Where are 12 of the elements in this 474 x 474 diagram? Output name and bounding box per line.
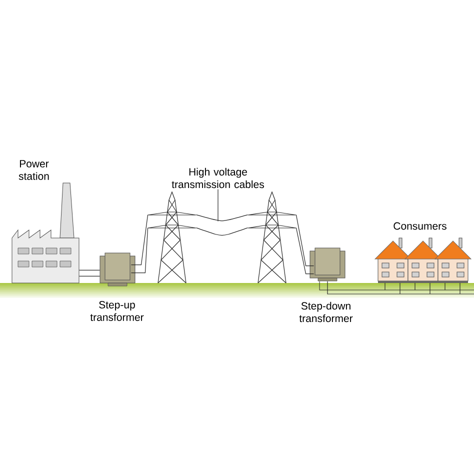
pylon-drawing bbox=[248, 191, 296, 284]
callout-label: High voltage transmission cables bbox=[172, 168, 264, 188]
node-label: Power station bbox=[18, 160, 49, 180]
cable bbox=[130, 214, 148, 274]
node-label: Step-up transformer bbox=[90, 301, 144, 321]
cable bbox=[296, 214, 314, 274]
node-label: Consumers bbox=[394, 222, 446, 230]
cable bbox=[78, 270, 100, 276]
cable bbox=[319, 280, 474, 294]
cable bbox=[196, 214, 248, 236]
node-label: Step-down transformer bbox=[299, 302, 353, 322]
pylon-drawing bbox=[148, 191, 196, 284]
